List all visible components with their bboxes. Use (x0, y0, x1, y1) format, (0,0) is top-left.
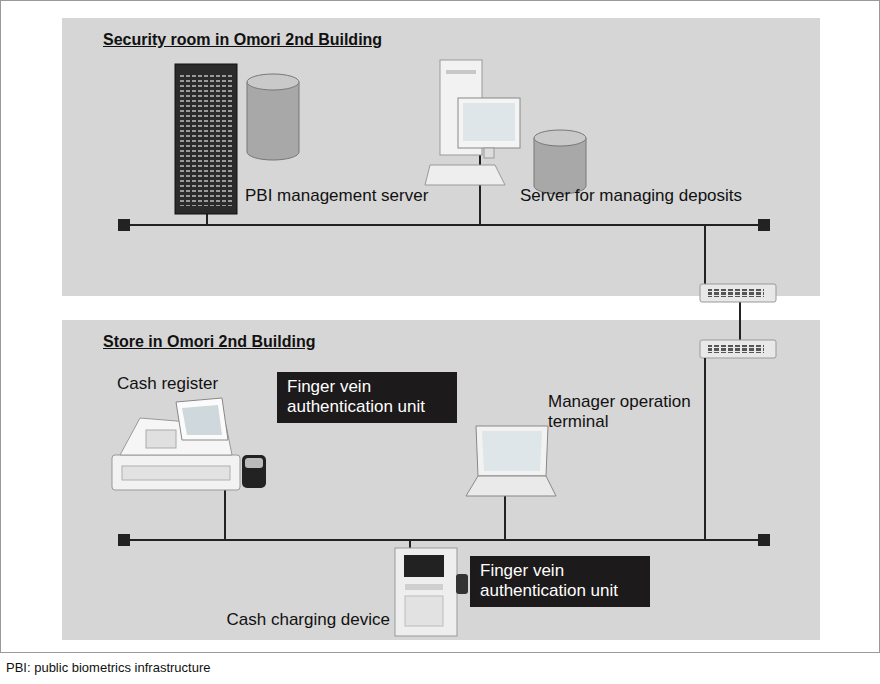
server-tower (175, 64, 237, 214)
network-switch (700, 340, 776, 358)
auth-unit-box: Finger vein authentication unit (470, 556, 650, 607)
desktop-pc (425, 60, 520, 214)
laptop (482, 431, 542, 471)
cash-charging-device (405, 584, 443, 590)
room-heading: Store in Omori 2nd Building (103, 332, 315, 351)
node-label: PBI management server (245, 186, 428, 206)
database-disk (534, 130, 586, 194)
switch-link (739, 320, 741, 340)
network-link (207, 214, 480, 225)
network-bus (206, 214, 208, 225)
network-bus (118, 214, 770, 284)
cash-charging-device (404, 555, 444, 577)
database-disk (247, 74, 299, 90)
database-disk (247, 82, 299, 160)
node-label: Cash register (117, 374, 218, 394)
laptop (504, 496, 506, 500)
database-disk (534, 130, 586, 146)
finger-scanner (245, 458, 263, 468)
cash-register (122, 466, 230, 480)
cash-charging-device (405, 596, 443, 626)
network-bus (118, 219, 130, 231)
network-bus (704, 225, 706, 284)
desktop-pc (458, 98, 520, 148)
finger-scanner (242, 455, 266, 488)
laptop (476, 426, 548, 476)
network-bus (124, 224, 764, 226)
cash-charging-device (395, 548, 457, 636)
cash-register (112, 455, 240, 490)
auth-unit-box: Finger vein authentication unit (277, 372, 457, 423)
cash-charging-device (395, 548, 468, 636)
network-bus (118, 358, 770, 546)
network-switch (708, 345, 764, 353)
network-switch (708, 289, 764, 297)
network-bus (758, 219, 770, 231)
network-switch (700, 284, 776, 302)
node-label: Manager operation terminal (548, 392, 698, 433)
node-label: Server for managing deposits (520, 186, 742, 206)
server-tower (175, 64, 237, 214)
node-label: Cash charging device (227, 610, 390, 630)
cash-register (146, 430, 176, 448)
network-bus (704, 358, 706, 540)
database-disk (247, 74, 299, 160)
network-bus (118, 534, 130, 546)
server-tower (180, 72, 232, 206)
network-bus (758, 534, 770, 546)
desktop-pc (446, 70, 476, 74)
outer-frame (1, 1, 880, 653)
desktop-pc (425, 165, 505, 185)
network-bus (224, 490, 226, 500)
cash-register (176, 398, 228, 440)
cash-charging-device (456, 574, 468, 594)
room-heading: Security room in Omori 2nd Building (103, 30, 382, 49)
finger-scanner (242, 455, 266, 488)
node-label: Finger vein authentication unit (480, 561, 640, 602)
network-bus (124, 539, 764, 541)
footnote: PBI: public biometrics infrastructure (6, 660, 210, 675)
desktop-pc (463, 103, 515, 141)
node-label: Finger vein authentication unit (287, 377, 447, 418)
laptop (466, 476, 556, 496)
laptop (466, 426, 556, 500)
cash-register (112, 398, 240, 490)
network-switch (700, 340, 776, 358)
cash-register (182, 405, 222, 435)
desktop-pc (484, 148, 494, 158)
network-switch (700, 284, 776, 302)
